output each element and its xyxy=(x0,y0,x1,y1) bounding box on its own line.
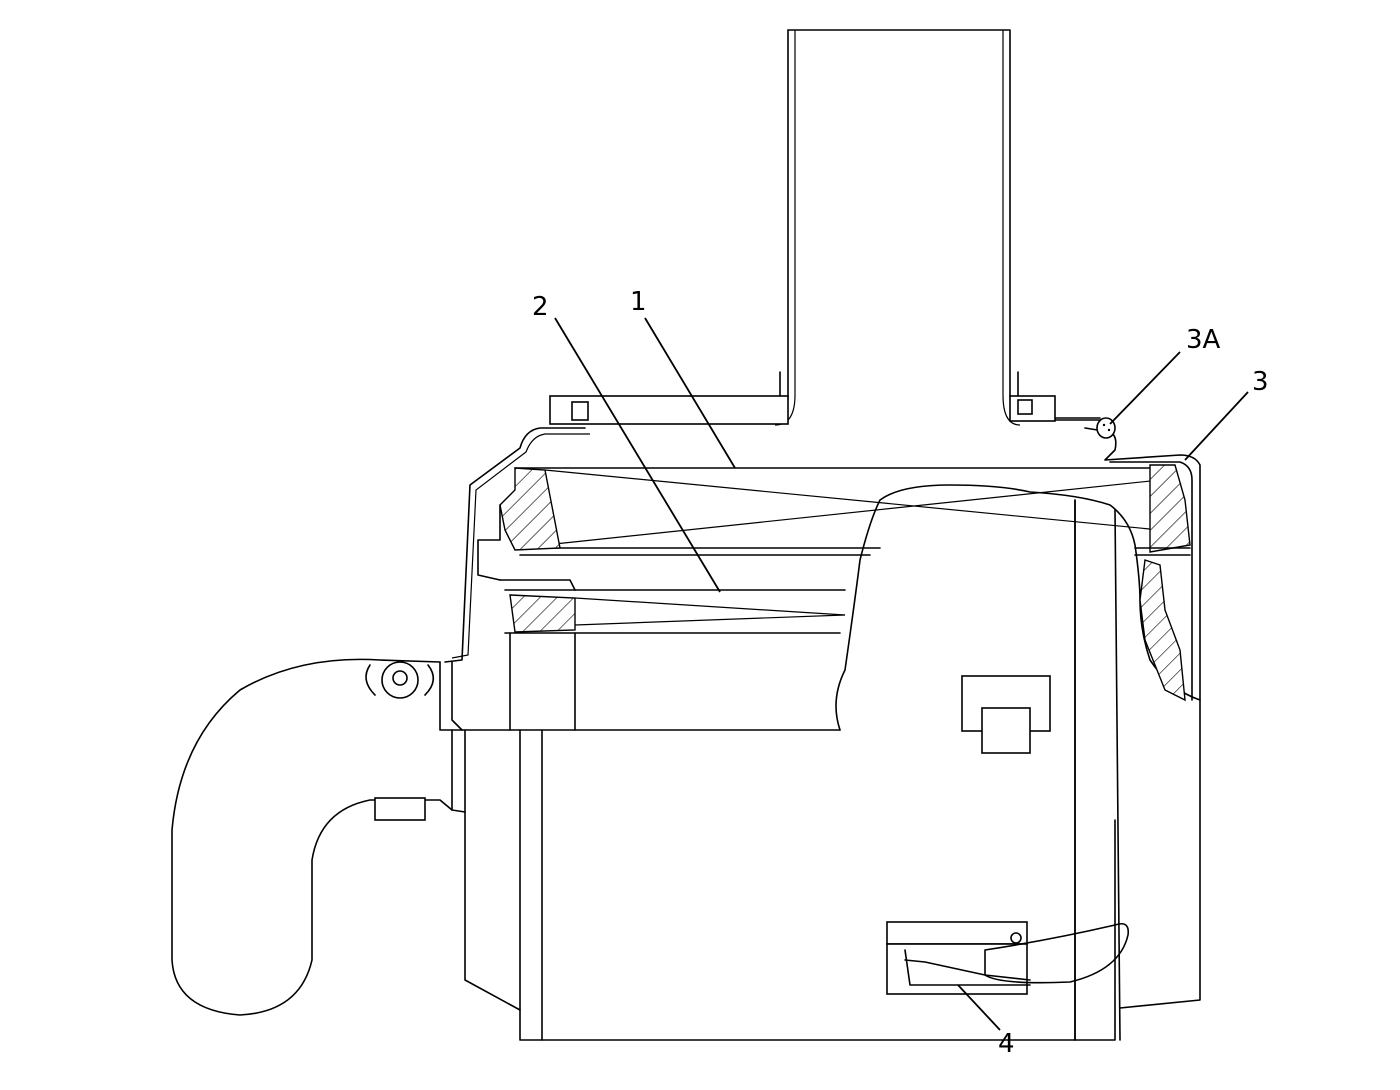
latch-assembly xyxy=(886,499,1130,1041)
leader-line-4 xyxy=(957,984,1001,1031)
secondary-filter-element xyxy=(477,504,1186,731)
callout-label-3a: 3A xyxy=(1186,325,1221,355)
leader-line-3a xyxy=(1109,351,1181,425)
leader-line-1 xyxy=(644,317,736,469)
primary-filter-element xyxy=(499,464,1191,556)
leader-line-3 xyxy=(1184,391,1249,461)
callout-label-4: 4 xyxy=(998,1029,1015,1059)
housing-shell xyxy=(444,427,1201,1009)
callouts: 1 2 3A 3 4 xyxy=(532,287,1269,1059)
side-bracket xyxy=(961,675,1051,754)
callout-label-3: 3 xyxy=(1252,367,1269,397)
outlet-tube xyxy=(549,29,1101,426)
callout-label-2: 2 xyxy=(532,292,549,322)
cutaway-break-line xyxy=(835,484,1201,731)
inlet-hose xyxy=(171,658,453,1016)
callout-label-1: 1 xyxy=(630,287,647,317)
leader-line-2 xyxy=(554,317,721,593)
